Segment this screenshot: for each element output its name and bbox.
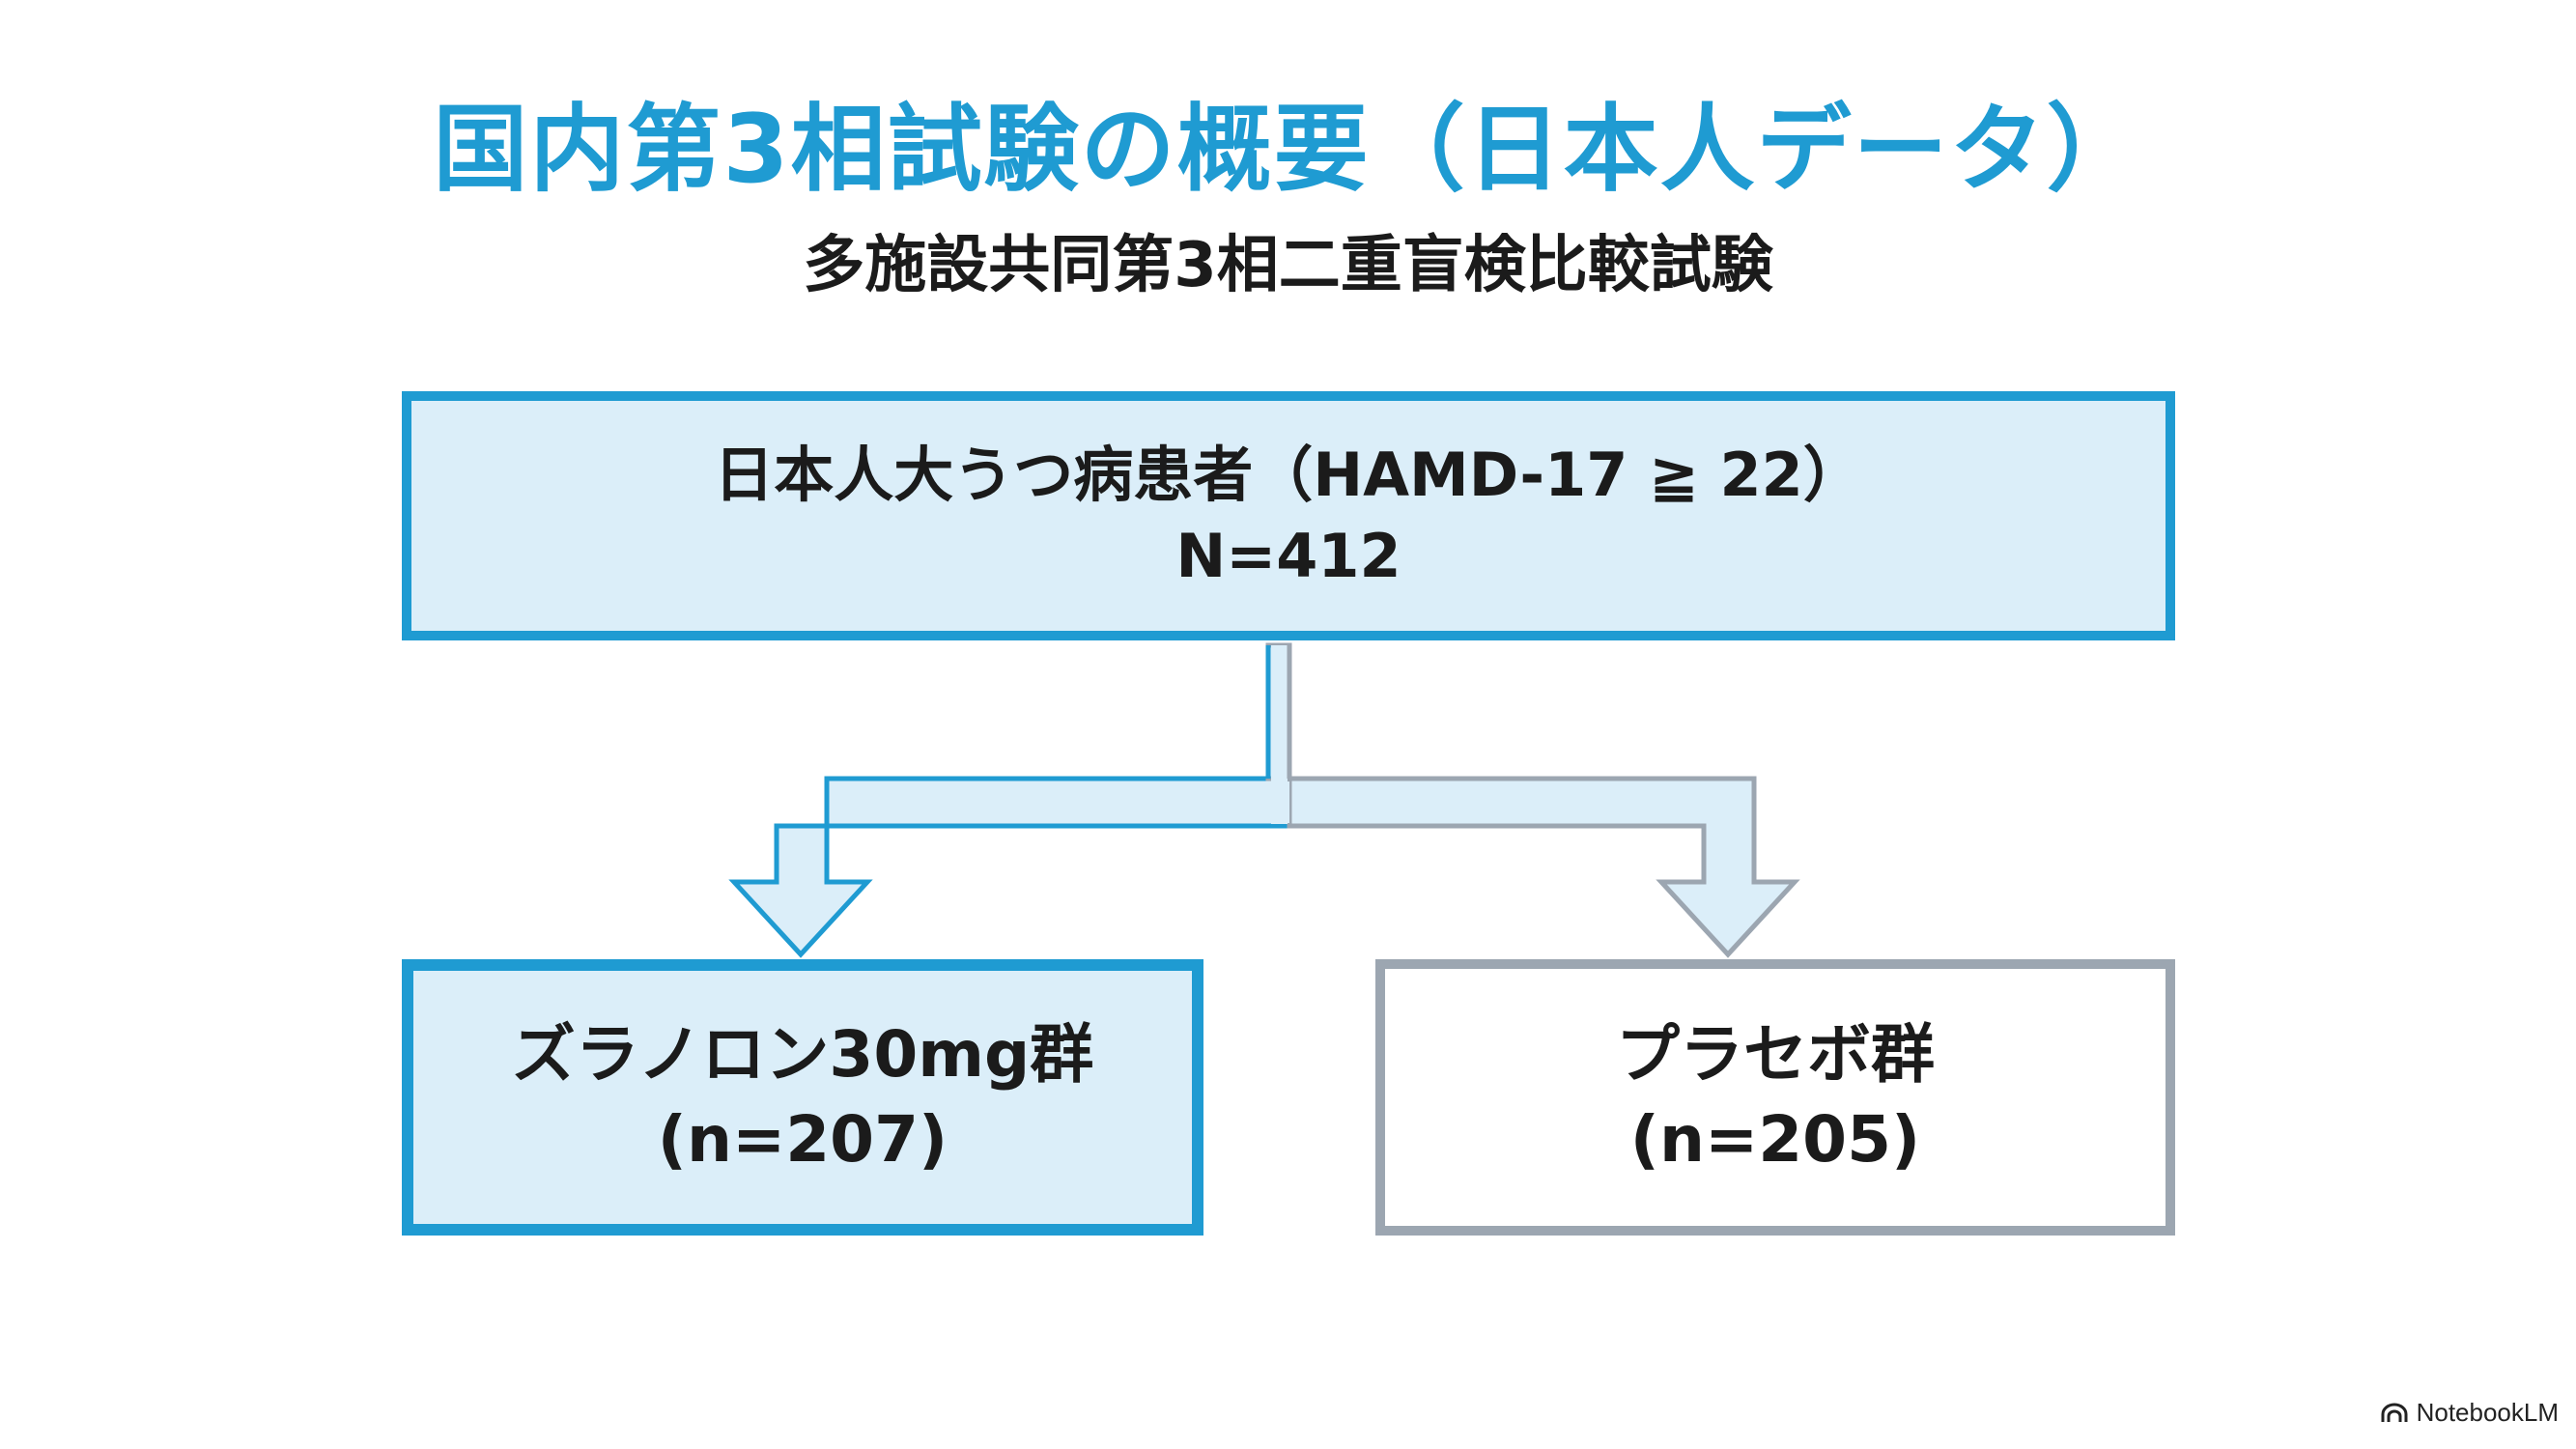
- population-label: 日本人大うつ病患者（HAMD-17 ≧ 22）: [714, 440, 1863, 510]
- treatment-arm-label: ズラノロン30mg群: [511, 1017, 1094, 1092]
- placebo-arm-count: (n=205): [1629, 1102, 1921, 1177]
- placebo-arm-label: プラセボ群: [1616, 1017, 1935, 1092]
- population-count: N=412: [1175, 521, 1401, 591]
- brand-name: NotebookLM: [2416, 1398, 2559, 1427]
- population-box: 日本人大うつ病患者（HAMD-17 ≧ 22） N=412: [402, 391, 2175, 640]
- treatment-arm-box: ズラノロン30mg群 (n=207): [402, 959, 1203, 1236]
- arrow-to-treatment: [728, 642, 1292, 958]
- slide-title: 国内第3相試験の概要（日本人データ）: [433, 95, 2143, 205]
- notebooklm-branding: NotebookLM: [2380, 1398, 2559, 1428]
- treatment-arm-count: (n=207): [657, 1102, 948, 1177]
- arrow-to-placebo: [1265, 642, 1800, 958]
- notebooklm-logo-icon: [2381, 1403, 2408, 1422]
- slide-subtitle: 多施設共同第3相二重盲検比較試験: [803, 230, 1773, 301]
- placebo-arm-box: プラセボ群 (n=205): [1375, 959, 2175, 1236]
